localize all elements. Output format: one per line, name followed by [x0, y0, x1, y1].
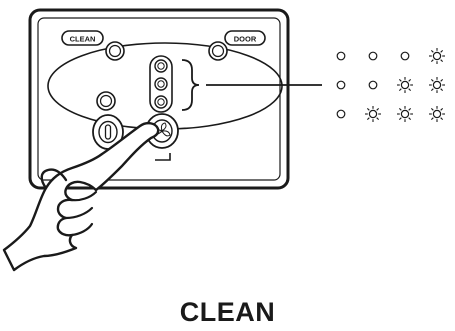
door-indicator-led — [208, 41, 228, 61]
led-off-icon — [400, 51, 410, 61]
door-label-badge: DOOR — [224, 30, 266, 46]
level-led-2 — [154, 77, 168, 91]
power-button[interactable] — [92, 114, 124, 150]
level-led-column — [149, 55, 173, 113]
led-on-icon — [397, 77, 413, 93]
fan-button-mark — [155, 153, 171, 161]
led-off-icon — [336, 80, 346, 90]
indicator-legend — [336, 48, 445, 122]
level-led-3 — [154, 95, 168, 109]
level-brace — [181, 59, 200, 111]
door-label: DOOR — [234, 35, 257, 44]
pressing-hand-illustration — [2, 121, 160, 272]
power-indicator-led — [96, 91, 116, 111]
led-on-icon — [429, 77, 445, 93]
led-off-icon — [336, 109, 346, 119]
led-off-icon — [368, 80, 378, 90]
power-icon — [104, 124, 112, 140]
led-on-icon — [429, 106, 445, 122]
clean-label-badge: CLEAN — [61, 30, 104, 46]
led-on-icon — [429, 48, 445, 64]
led-on-icon — [397, 106, 413, 122]
clean-indicator-led — [105, 41, 125, 61]
led-off-icon — [336, 51, 346, 61]
led-off-icon — [368, 51, 378, 61]
led-on-icon — [365, 106, 381, 122]
caption: CLEAN — [179, 297, 276, 327]
clean-label: CLEAN — [70, 35, 96, 44]
level-led-1 — [154, 59, 168, 73]
